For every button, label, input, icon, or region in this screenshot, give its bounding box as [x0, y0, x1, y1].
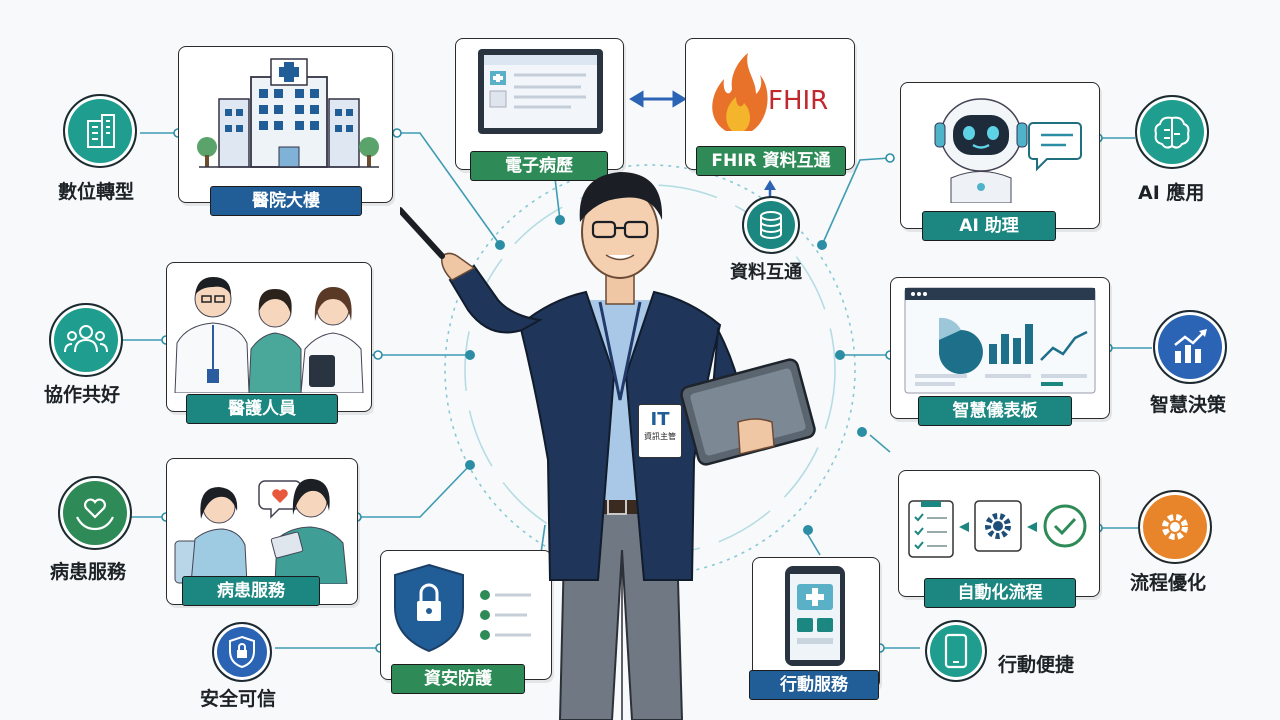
smart-decision-circle — [1153, 310, 1227, 384]
ai-assistant-tag: AI 助理 — [922, 211, 1056, 241]
automation-tag: 自動化流程 — [924, 578, 1076, 608]
emr-card — [455, 38, 624, 170]
trust-label: 安全可信 — [200, 688, 277, 710]
process-optimization-label: 流程優化 — [1130, 572, 1207, 594]
patient-care-label: 病患服務 — [50, 561, 127, 583]
mobile-phone-illustration — [785, 566, 845, 666]
ai-apps-circle — [1135, 95, 1209, 169]
id-badge: IT 資訊主管 — [638, 404, 682, 458]
phone-icon — [944, 633, 968, 669]
dashboard-tag: 智慧儀表板 — [918, 396, 1072, 426]
database-icon — [760, 211, 782, 239]
badge-subtitle: 資訊主管 — [644, 432, 676, 441]
process-optimization-circle — [1138, 490, 1212, 564]
medical-staff-tag: 醫護人員 — [186, 394, 338, 424]
hospital-card — [178, 46, 393, 203]
shield-lock-icon — [229, 635, 255, 669]
mobile-convenience-circle — [925, 620, 987, 682]
brain-icon — [1154, 116, 1190, 149]
digital-transformation-circle — [63, 94, 137, 168]
data-exchange-circle — [742, 196, 800, 254]
mobile-convenience-label: 行動便捷 — [998, 654, 1075, 676]
mobile-card — [752, 557, 880, 689]
shield-lock-illustration — [394, 563, 531, 653]
mobile-tag: 行動服務 — [749, 670, 879, 700]
security-tag: 資安防護 — [391, 664, 525, 694]
chart-up-icon — [1174, 329, 1207, 363]
collaboration-circle — [49, 303, 123, 377]
computer-monitor-icon — [478, 49, 603, 134]
collaboration-label: 協作共好 — [44, 384, 121, 406]
medical-staff-illustration — [174, 277, 364, 393]
heart-hands-icon — [76, 498, 114, 531]
data-exchange-label: 資料互通 — [730, 262, 802, 283]
it-manager-illustration — [400, 172, 816, 720]
fhir-tag: FHIR 資料互通 — [696, 146, 846, 176]
dashboard-card — [890, 277, 1110, 419]
people-icon — [64, 325, 108, 353]
hospital-building-icon — [197, 58, 379, 168]
fhir-flame-logo: FHIR — [712, 53, 828, 131]
badge-title: IT — [650, 409, 670, 430]
patient-care-circle — [58, 476, 132, 550]
dashboard-screen — [904, 287, 1096, 394]
patient-service-illustration — [174, 478, 348, 584]
medical-staff-card — [166, 262, 372, 412]
ai-assistant-card — [900, 82, 1100, 229]
emr-tag: 電子病歷 — [470, 151, 608, 181]
trust-circle — [212, 622, 272, 682]
ai-apps-label: AI 應用 — [1138, 182, 1205, 204]
fhir-logo-text: FHIR — [768, 86, 828, 116]
automation-card — [898, 470, 1100, 597]
smart-decision-label: 智慧決策 — [1150, 394, 1227, 416]
patient-service-tag: 病患服務 — [182, 576, 320, 606]
workflow-illustration — [908, 500, 1087, 558]
digital-transformation-label: 數位轉型 — [58, 181, 135, 203]
gear-icon — [1162, 514, 1188, 540]
building-icon — [87, 114, 115, 148]
robot-icon — [934, 98, 1082, 203]
hospital-tag: 醫院大樓 — [210, 186, 362, 216]
